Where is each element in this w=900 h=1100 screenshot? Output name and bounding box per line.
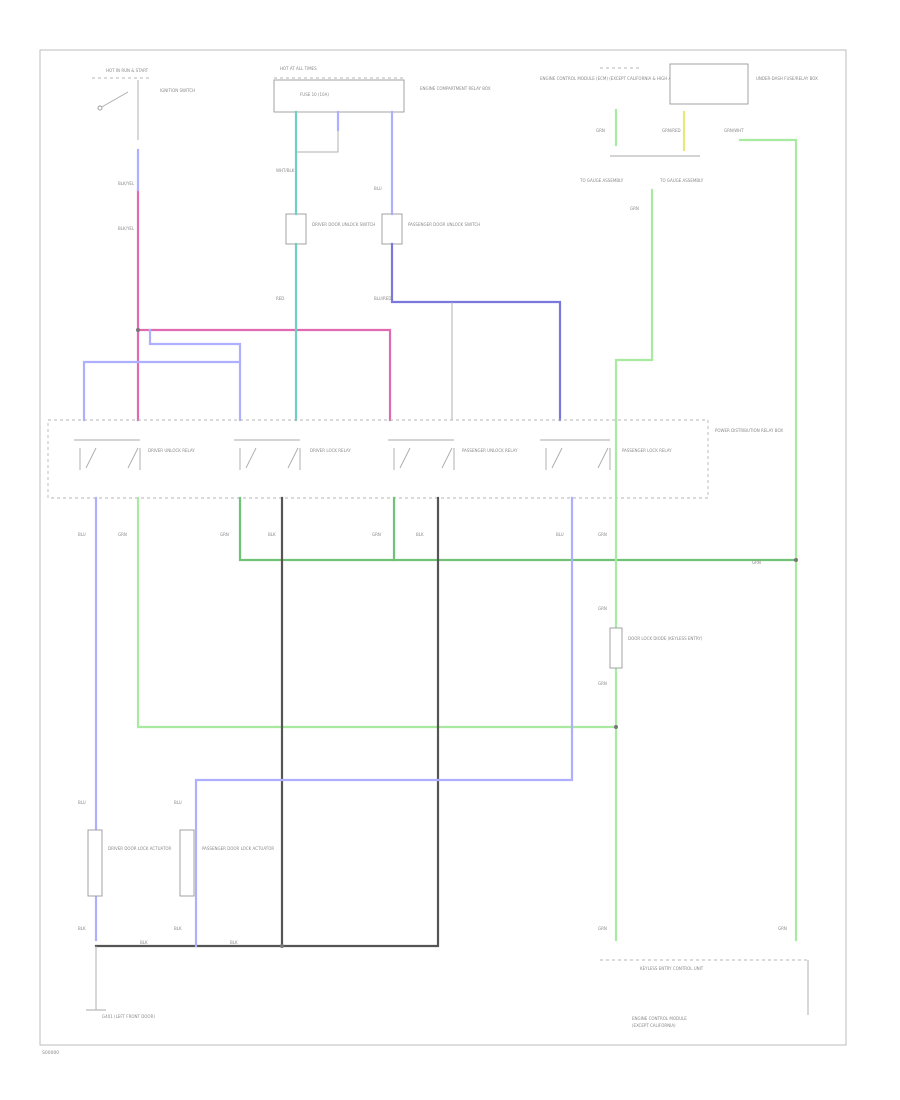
- code-blu: BLU: [374, 186, 382, 191]
- wire-green-gauge: [614, 188, 654, 422]
- code-blk-2: BLK: [416, 532, 424, 537]
- wire-code-labels: BLK/YEL BLK/YEL WHT/BLK BLU GRN GRN/RED …: [78, 128, 787, 945]
- hot-in-run-label: HOT IN RUN & START: [106, 68, 149, 73]
- svg-text:DRIVER UNLOCK RELAY: DRIVER UNLOCK RELAY: [148, 448, 195, 453]
- wire-green-bus: [238, 496, 798, 562]
- ecm-bottom-sub-label: (EXCEPT CALIFORNIA): [632, 1023, 676, 1028]
- door-lock-diode-group: DOOR LOCK DIODE (KEYLESS ENTRY): [609, 627, 703, 669]
- door-unlock-switches: DRIVER DOOR UNLOCK SWITCH PASSENGER DOOR…: [285, 213, 480, 245]
- junction-dot: [614, 725, 618, 729]
- code-blu-3: BLU: [556, 532, 564, 537]
- engine-relay-box: [273, 79, 405, 113]
- code-grn-9: GRN: [598, 681, 607, 686]
- wire-magenta-bus: [136, 328, 392, 422]
- door-lock-diode-label: DOOR LOCK DIODE (KEYLESS ENTRY): [628, 636, 703, 641]
- code-blk-6: BLK: [230, 940, 238, 945]
- hot-at-all-times-label: HOT AT ALL TIMES: [280, 66, 317, 71]
- driver-actuator-label: DRIVER DOOR LOCK ACTUATOR: [108, 846, 172, 851]
- footer-code: S00000: [42, 1050, 59, 1056]
- driver-door-unlock-switch: [285, 213, 307, 245]
- junction-dot: [280, 944, 284, 948]
- driver-door-unlock-label: DRIVER DOOR UNLOCK SWITCH: [312, 222, 375, 227]
- wire-green-underdash: [738, 138, 798, 942]
- switch-pivot: [97, 105, 103, 111]
- code-grn-2: GRN: [630, 206, 639, 211]
- wire-blue-passenger-actuator: [194, 496, 574, 948]
- ignition-switch-contact: [99, 91, 129, 109]
- power-relay-box-group: POWER DISTRIBUTION RELAY BOX DRIVER UNLO…: [47, 419, 783, 499]
- passenger-door-unlock-switch: [381, 213, 403, 245]
- code-grn-8: GRN: [598, 606, 607, 611]
- code-blk-5: BLK: [140, 940, 148, 945]
- ignition-switch-group: HOT IN RUN & START IGNITION SWITCH: [92, 68, 195, 140]
- code-grn-wht: GRN/WHT: [724, 128, 744, 133]
- code-wht-blk: WHT/BLK: [276, 168, 295, 173]
- relay-passenger-unlock: PASSENGER UNLOCK RELAY: [388, 439, 518, 470]
- code-grn-6: GRN: [598, 532, 607, 537]
- underdash-box: [669, 63, 749, 105]
- driver-actuator-group: DRIVER DOOR LOCK ACTUATOR: [87, 829, 172, 897]
- svg-text:PASSENGER LOCK RELAY: PASSENGER LOCK RELAY: [622, 448, 672, 453]
- code-blk-3: BLK: [78, 926, 86, 931]
- code-grn-11: GRN: [778, 926, 787, 931]
- ecm-bottom-label: ENGINE CONTROL MODULE: [632, 1016, 687, 1021]
- wire-black-right: [94, 496, 440, 948]
- driver-door-lock-actuator: [87, 829, 103, 897]
- junction-dots: [136, 328, 798, 948]
- keyless-unit-label: KEYLESS ENTRY CONTROL UNIT: [640, 966, 704, 971]
- code-blk: BLK: [268, 532, 276, 537]
- relay-box-bracket: [295, 111, 339, 153]
- power-relay-box-label: POWER DISTRIBUTION RELAY BOX: [715, 428, 783, 433]
- wire-green-loop: [136, 496, 618, 729]
- code-grn-red: GRN/RED: [662, 128, 681, 133]
- wire-blue-cross-bus: [82, 328, 242, 422]
- code-blk-yel-1: BLK/YEL: [118, 181, 135, 186]
- code-blu-5: BLU: [174, 800, 182, 805]
- power-relay-box: [47, 419, 709, 499]
- ground-label: G401 (LEFT FRONT DOOR): [102, 1014, 155, 1019]
- passenger-actuator-group: PASSENGER DOOR LOCK ACTUATOR: [179, 829, 274, 897]
- relay-driver-lock: DRIVER LOCK RELAY: [234, 439, 351, 470]
- ecm-top-label: ENGINE CONTROL MODULE (ECM) (EXCEPT CALI…: [540, 76, 689, 81]
- junction-dot: [136, 328, 140, 332]
- svg-text:DRIVER LOCK RELAY: DRIVER LOCK RELAY: [310, 448, 351, 453]
- code-blu-4: BLU: [78, 800, 86, 805]
- ignition-switch-label: IGNITION SWITCH: [160, 88, 195, 93]
- engine-relay-box-label: ENGINE COMPARTMENT RELAY BOX: [420, 86, 491, 91]
- engine-relay-box-group: HOT AT ALL TIMES FUSE 10 (10A) ENGINE CO…: [273, 66, 491, 153]
- ecm-bottom-group: KEYLESS ENTRY CONTROL UNIT ENGINE CONTRO…: [600, 959, 809, 1028]
- relay-passenger-lock: PASSENGER LOCK RELAY: [540, 439, 672, 470]
- junction-dot: [794, 558, 798, 562]
- code-grn-7: GRN: [752, 560, 761, 565]
- passenger-actuator-label: PASSENGER DOOR LOCK ACTUATOR: [202, 846, 274, 851]
- code-grn-10: GRN: [598, 926, 607, 931]
- ground-group: G401 (LEFT FRONT DOOR): [86, 946, 155, 1019]
- door-lock-diode: [609, 627, 623, 669]
- code-blu-red: BLU/RED: [374, 296, 391, 301]
- top-right-modules: ENGINE CONTROL MODULE (ECM) (EXCEPT CALI…: [540, 63, 818, 183]
- fuse-top-label: FUSE 10 (10A): [300, 92, 329, 97]
- code-blk-4: BLK: [174, 926, 182, 931]
- code-blu-2: BLU: [78, 532, 86, 537]
- code-blk-yel-2: BLK/YEL: [118, 226, 135, 231]
- svg-text:PASSENGER UNLOCK RELAY: PASSENGER UNLOCK RELAY: [462, 448, 518, 453]
- wire-blue-passenger-relay: [390, 242, 562, 422]
- code-red: RED: [276, 296, 284, 301]
- code-grn-1: GRN: [596, 128, 605, 133]
- code-grn-3: GRN: [118, 532, 127, 537]
- to-gauge-b-label: TO GAUGE ASSEMBLY: [659, 178, 704, 183]
- relay-driver-unlock: DRIVER UNLOCK RELAY: [74, 439, 195, 470]
- passenger-door-lock-actuator: [179, 829, 195, 897]
- code-grn-5: GRN: [372, 532, 381, 537]
- to-gauge-a-label: TO GAUGE ASSEMBLY: [579, 178, 624, 183]
- code-grn-4: GRN: [220, 532, 229, 537]
- diagram-frame: [39, 49, 847, 1046]
- passenger-door-unlock-label: PASSENGER DOOR UNLOCK SWITCH: [408, 222, 480, 227]
- underdash-label: UNDER-DASH FUSE/RELAY BOX: [756, 76, 818, 81]
